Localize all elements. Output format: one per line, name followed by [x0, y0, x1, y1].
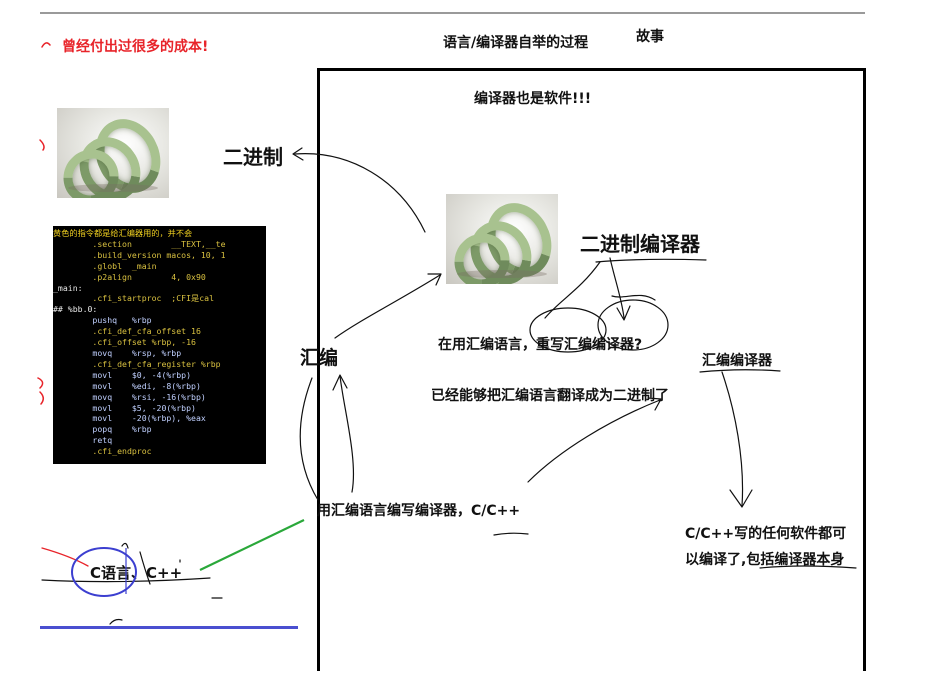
arrow-head	[427, 273, 442, 286]
stroke	[109, 618, 123, 625]
arrow-translate	[527, 399, 661, 483]
red-mark	[39, 139, 45, 151]
arrow-head	[332, 374, 348, 391]
write-compiler-note: 用汇编语言编写编译器，C/C++	[317, 503, 521, 519]
arrow-to-c-cpp	[721, 371, 744, 507]
code-line: .cfi_startproc ;CFI是cal	[53, 293, 214, 304]
green-connector	[199, 519, 305, 571]
c-cpp-note-line2: 以编译了,包括编译器本身	[685, 552, 845, 568]
assembler-label: 汇编编译器	[702, 353, 772, 369]
translate-note: 已经能够把汇编语言翻译成为二进制了	[431, 388, 669, 404]
circle-assembler	[597, 299, 669, 351]
code-line: .cfi_def_cfa_offset 16	[53, 326, 201, 337]
code-line: movl $5, -20(%rbp)	[53, 402, 196, 413]
code-line: movq %rsp, %rbp	[53, 347, 182, 358]
code-line: movl $0, -4(%rbp)	[53, 369, 192, 380]
arrow-asm-to-photo	[334, 274, 441, 339]
assembly-code-listing: 黄色的指令都是给汇编器用的，并不会 .section __TEXT,__te .…	[53, 226, 266, 464]
stroke	[611, 294, 656, 301]
code-line: ## %bb.0:	[53, 304, 98, 315]
underline-binary-compiler	[595, 258, 707, 263]
arrow-to-binary	[294, 153, 426, 233]
arrow-head	[292, 147, 304, 161]
page-title: 语言/编译器自举的过程	[443, 35, 589, 51]
story-label: 故事	[636, 29, 664, 45]
arrow-head	[647, 397, 662, 411]
binary-compiler-label: 二进制编译器	[580, 232, 700, 256]
code-line: popq %rbp	[53, 424, 152, 435]
code-line: .p2align 4, 0x90	[53, 271, 206, 282]
stroke	[139, 551, 151, 585]
code-line: movl %edi, -8(%rbp)	[53, 380, 201, 391]
arrow-head	[729, 489, 753, 508]
arrow-up	[544, 261, 601, 319]
arrow-to-assembly	[339, 375, 355, 493]
code-line: retq	[53, 435, 113, 446]
stroke	[121, 542, 129, 549]
spiral-photo-center	[446, 194, 558, 284]
arrow-down	[609, 257, 625, 319]
blue-underline	[40, 626, 298, 629]
cost-note: 曾经付出过很多的成本!	[62, 39, 209, 55]
circle-rewrite	[529, 307, 607, 353]
code-line: .section __TEXT,__te	[53, 238, 226, 249]
code-header: 黄色的指令都是给汇编器用的，并不会	[53, 228, 193, 238]
code-line: _main:	[53, 282, 83, 293]
red-mark	[37, 377, 44, 405]
underline-assembler	[699, 369, 781, 373]
arrow-head	[616, 305, 631, 321]
red-mark	[41, 547, 89, 567]
red-mark	[41, 42, 51, 48]
box-note: 编译器也是软件!!!	[474, 91, 592, 107]
code-line: .cfi_offset %rbp, -16	[53, 337, 196, 348]
compiler-box	[317, 68, 866, 671]
assembly-label: 汇编	[300, 347, 339, 369]
underline	[493, 532, 529, 536]
code-line: pushq %rbp	[53, 315, 152, 326]
code-line: movq %rsi, -16(%rbp)	[53, 391, 206, 402]
code-line: .cfi_def_cfa_register %rbp	[53, 358, 221, 369]
arrow-to-assembly-left	[299, 377, 319, 501]
underline-c-lang	[41, 577, 211, 583]
underline-c-cpp	[759, 565, 857, 569]
code-line: movl -20(%rbp), %eax	[53, 413, 206, 424]
code-line: .globl _main	[53, 260, 157, 271]
c-cpp-note-line1: C/C++写的任何软件都可	[685, 526, 847, 542]
code-line: .cfi_endproc	[53, 446, 152, 457]
code-line: .build_version macos, 10, 1	[53, 249, 226, 260]
spiral-photo-left	[57, 108, 169, 198]
top-divider	[40, 12, 865, 14]
blue-circle	[71, 547, 137, 597]
binary-label: 二进制	[223, 145, 283, 169]
